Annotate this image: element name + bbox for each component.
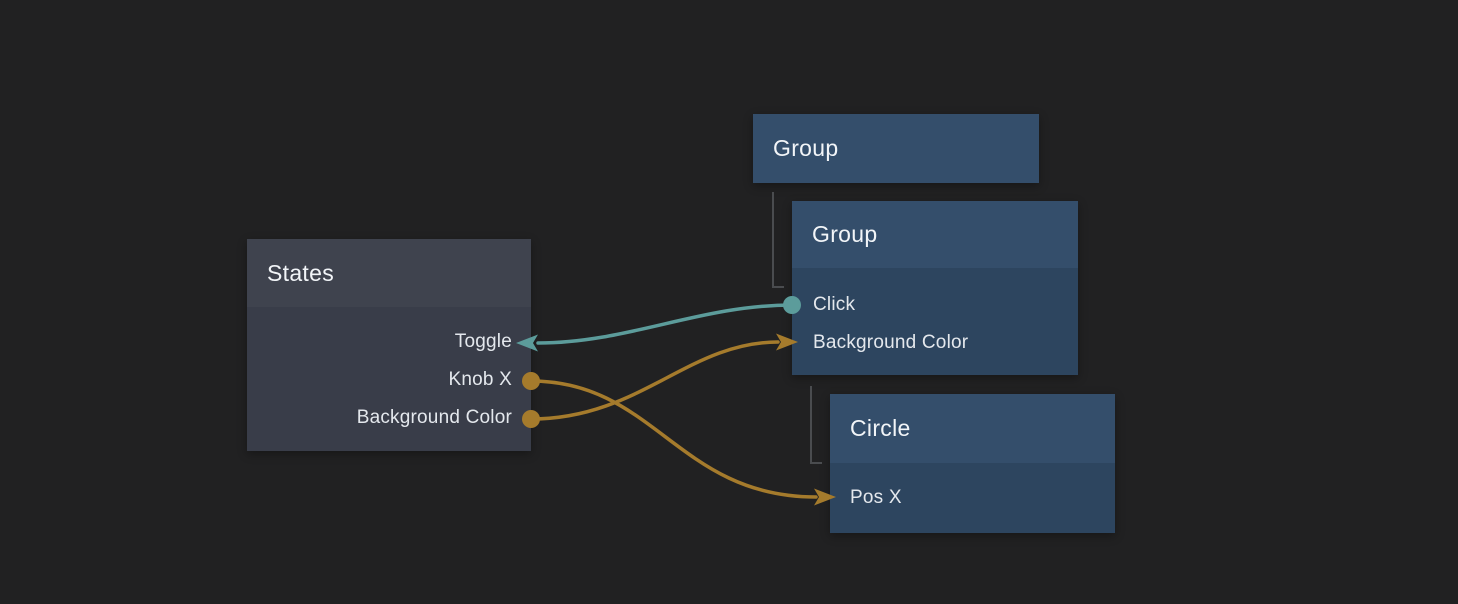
node-states-body: Toggle Knob X Background Color xyxy=(247,307,531,451)
node-states[interactable]: States Toggle Knob X Background Color xyxy=(247,239,531,451)
node-group-child-title: Group xyxy=(812,221,878,247)
node-group-child-header[interactable]: Group xyxy=(792,201,1078,268)
port-label-pos-x: Pos X xyxy=(850,487,902,508)
hierarchy-link-group-child-to-circle xyxy=(810,386,822,464)
node-circle-header[interactable]: Circle xyxy=(830,394,1115,463)
port-row-toggle[interactable]: Toggle xyxy=(247,323,531,361)
node-group-parent[interactable]: Group xyxy=(753,114,1039,183)
hierarchy-link-group-parent-to-child xyxy=(772,192,784,288)
node-circle-body: Pos X xyxy=(830,463,1115,533)
port-label-background-color-group: Background Color xyxy=(813,332,969,353)
node-group-child[interactable]: Group Click Background Color xyxy=(792,201,1078,375)
node-circle-title: Circle xyxy=(850,415,911,441)
port-label-background-color-states: Background Color xyxy=(356,407,512,428)
port-label-toggle: Toggle xyxy=(454,331,512,352)
node-circle[interactable]: Circle Pos X xyxy=(830,394,1115,533)
port-row-click[interactable]: Click xyxy=(792,286,1078,324)
port-row-background-color-group[interactable]: Background Color xyxy=(792,324,1078,362)
node-states-header[interactable]: States xyxy=(247,239,531,307)
port-row-pos-x[interactable]: Pos X xyxy=(830,479,1115,517)
port-label-click: Click xyxy=(813,294,856,315)
connection-click-to-toggle[interactable] xyxy=(536,303,794,345)
node-group-parent-header[interactable]: Group xyxy=(753,114,1039,183)
port-row-background-color-states[interactable]: Background Color xyxy=(247,399,531,437)
node-group-child-body: Click Background Color xyxy=(792,268,1078,375)
connection-knob-x-to-pos-x[interactable] xyxy=(529,379,818,499)
connection-background-color-to-background-color[interactable] xyxy=(529,340,780,421)
node-group-parent-title: Group xyxy=(773,135,839,161)
node-states-title: States xyxy=(267,259,335,286)
port-label-knob-x: Knob X xyxy=(448,369,512,390)
port-row-knob-x[interactable]: Knob X xyxy=(247,361,531,399)
